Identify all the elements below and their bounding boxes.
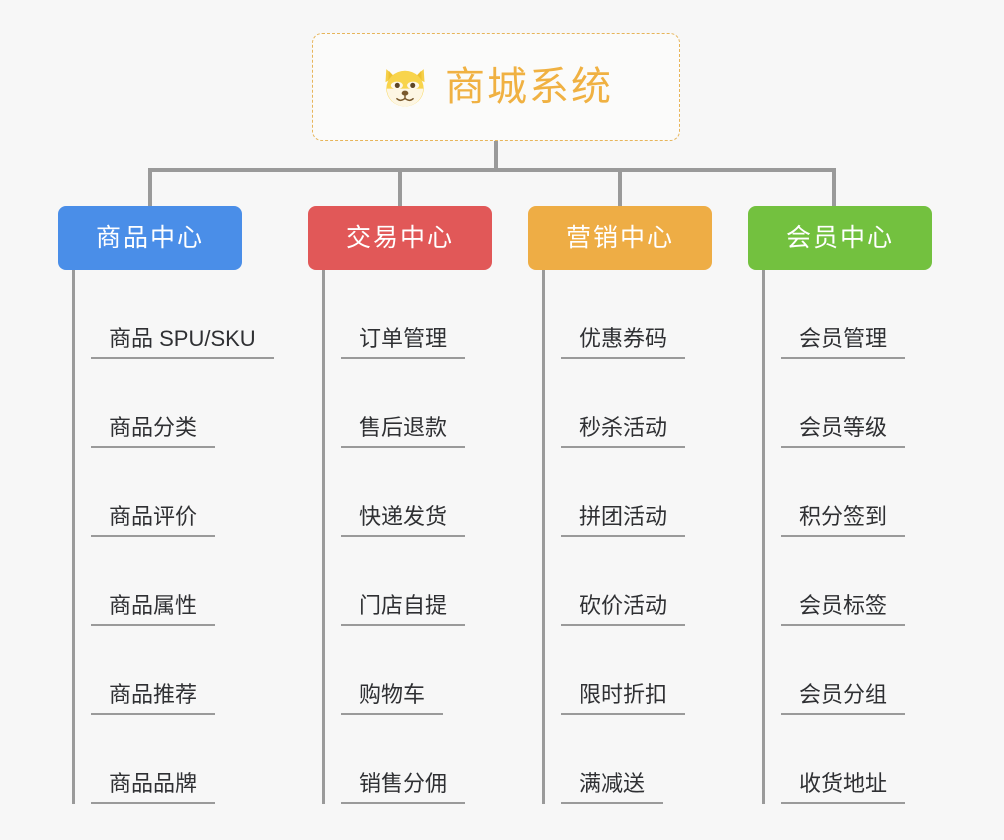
list-item[interactable]: 满减送 bbox=[561, 715, 768, 804]
branch-marketing-center: 营销中心 优惠券码 秒杀活动 拼团活动 砍价活动 限时折扣 满减送 bbox=[528, 206, 768, 804]
leaf-label: 秒杀活动 bbox=[561, 415, 686, 448]
category-header-product-center[interactable]: 商品中心 bbox=[58, 206, 242, 270]
leaf-label: 会员等级 bbox=[781, 415, 906, 448]
branch-product-center: 商品中心 商品 SPU/SKU 商品分类 商品评价 商品属性 商品推荐 商品品牌 bbox=[58, 206, 298, 804]
branch-member-center: 会员中心 会员管理 会员等级 积分签到 会员标签 会员分组 收货地址 bbox=[748, 206, 988, 804]
list-item[interactable]: 优惠券码 bbox=[561, 270, 768, 359]
list-item[interactable]: 商品评价 bbox=[91, 448, 298, 537]
category-header-label: 交易中心 bbox=[345, 223, 454, 252]
list-item[interactable]: 会员标签 bbox=[781, 537, 988, 626]
leaf-label: 售后退款 bbox=[341, 415, 466, 448]
root-node-title: 商城系统 bbox=[445, 65, 613, 109]
list-item[interactable]: 会员分组 bbox=[781, 626, 988, 715]
leaf-label: 满减送 bbox=[561, 771, 664, 804]
connector-horizontal-bus bbox=[148, 168, 836, 172]
leaf-label: 会员分组 bbox=[781, 682, 906, 715]
list-item[interactable]: 商品属性 bbox=[91, 537, 298, 626]
leaf-label: 购物车 bbox=[341, 682, 444, 715]
leaf-label: 会员标签 bbox=[781, 593, 906, 626]
list-item[interactable]: 售后退款 bbox=[341, 359, 548, 448]
list-item[interactable]: 秒杀活动 bbox=[561, 359, 768, 448]
connector-drop-trade-center bbox=[398, 168, 402, 206]
connector-drop-member-center bbox=[832, 168, 836, 206]
leaf-label: 订单管理 bbox=[341, 326, 466, 359]
list-item[interactable]: 销售分佣 bbox=[341, 715, 548, 804]
leaf-label: 拼团活动 bbox=[561, 504, 686, 537]
leaf-label: 收货地址 bbox=[781, 771, 906, 804]
leaf-label: 商品品牌 bbox=[91, 771, 216, 804]
list-item[interactable]: 快递发货 bbox=[341, 448, 548, 537]
leaf-label: 积分签到 bbox=[781, 504, 906, 537]
leaf-list-product-center: 商品 SPU/SKU 商品分类 商品评价 商品属性 商品推荐 商品品牌 bbox=[72, 270, 298, 804]
connector-root-stem bbox=[494, 141, 498, 170]
category-header-member-center[interactable]: 会员中心 bbox=[748, 206, 932, 270]
list-item[interactable]: 门店自提 bbox=[341, 537, 548, 626]
leaf-label: 商品分类 bbox=[91, 415, 216, 448]
list-item[interactable]: 订单管理 bbox=[341, 270, 548, 359]
list-item[interactable]: 会员管理 bbox=[781, 270, 988, 359]
list-item[interactable]: 商品 SPU/SKU bbox=[91, 270, 298, 359]
list-item[interactable]: 会员等级 bbox=[781, 359, 988, 448]
leaf-label: 会员管理 bbox=[781, 326, 906, 359]
connector-drop-product-center bbox=[148, 168, 152, 206]
list-item[interactable]: 拼团活动 bbox=[561, 448, 768, 537]
list-item[interactable]: 购物车 bbox=[341, 626, 548, 715]
leaf-label: 优惠券码 bbox=[561, 326, 686, 359]
leaf-label: 商品属性 bbox=[91, 593, 216, 626]
category-header-marketing-center[interactable]: 营销中心 bbox=[528, 206, 712, 270]
leaf-list-marketing-center: 优惠券码 秒杀活动 拼团活动 砍价活动 限时折扣 满减送 bbox=[542, 270, 768, 804]
shiba-dog-face-icon bbox=[385, 69, 425, 107]
category-header-trade-center[interactable]: 交易中心 bbox=[308, 206, 492, 270]
list-item[interactable]: 商品推荐 bbox=[91, 626, 298, 715]
connector-drop-marketing-center bbox=[618, 168, 622, 206]
list-item[interactable]: 积分签到 bbox=[781, 448, 988, 537]
leaf-list-trade-center: 订单管理 售后退款 快递发货 门店自提 购物车 销售分佣 bbox=[322, 270, 548, 804]
leaf-label: 商品推荐 bbox=[91, 682, 216, 715]
leaf-label: 砍价活动 bbox=[561, 593, 686, 626]
leaf-label: 快递发货 bbox=[341, 504, 466, 537]
category-header-label: 会员中心 bbox=[785, 223, 894, 252]
leaf-label: 门店自提 bbox=[341, 593, 466, 626]
list-item[interactable]: 收货地址 bbox=[781, 715, 988, 804]
list-item[interactable]: 商品分类 bbox=[91, 359, 298, 448]
root-node-mall-system[interactable]: 商城系统 bbox=[312, 33, 680, 141]
leaf-label: 限时折扣 bbox=[561, 682, 686, 715]
category-header-label: 商品中心 bbox=[95, 223, 204, 252]
branch-trade-center: 交易中心 订单管理 售后退款 快递发货 门店自提 购物车 销售分佣 bbox=[308, 206, 548, 804]
list-item[interactable]: 商品品牌 bbox=[91, 715, 298, 804]
leaf-list-member-center: 会员管理 会员等级 积分签到 会员标签 会员分组 收货地址 bbox=[762, 270, 988, 804]
list-item[interactable]: 砍价活动 bbox=[561, 537, 768, 626]
list-item[interactable]: 限时折扣 bbox=[561, 626, 768, 715]
leaf-label: 商品 SPU/SKU bbox=[91, 326, 274, 359]
leaf-label: 商品评价 bbox=[91, 504, 216, 537]
leaf-label: 销售分佣 bbox=[341, 771, 466, 804]
category-header-label: 营销中心 bbox=[565, 223, 674, 252]
